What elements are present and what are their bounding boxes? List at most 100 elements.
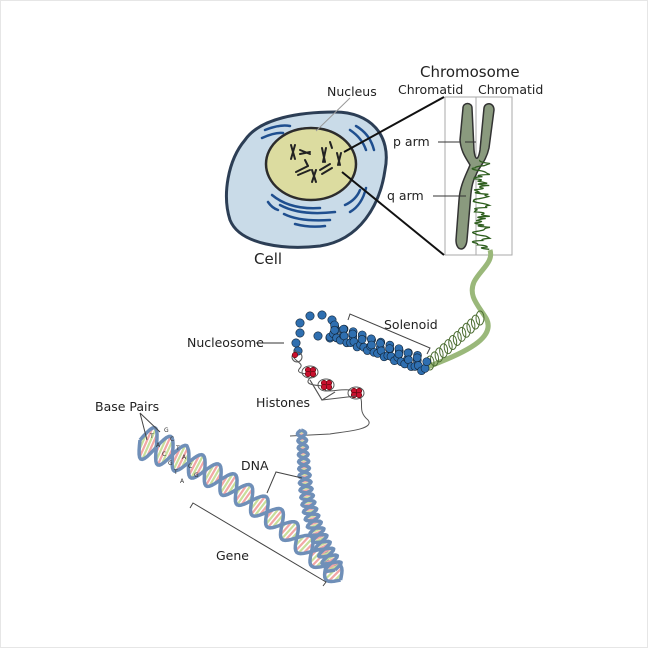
fiber-coil-loop	[439, 343, 449, 359]
solenoid-bead	[357, 335, 367, 344]
base-letter: A	[180, 478, 185, 485]
chromosome-box	[444, 96, 513, 256]
nucleosome-bead	[295, 318, 305, 328]
cell-label: Cell	[254, 250, 282, 268]
base-pair-rung	[327, 567, 343, 583]
histone-protein	[291, 351, 299, 359]
base-letter: G	[194, 472, 199, 479]
chromosome	[455, 102, 495, 250]
p-arm-label: p arm	[393, 134, 430, 149]
base-pair-rung	[175, 447, 189, 471]
fiber-coil-loop	[430, 351, 440, 367]
solenoid-bead	[330, 325, 339, 335]
solenoid-bead	[412, 353, 422, 363]
solenoid	[291, 310, 432, 376]
base-pair-rung	[294, 534, 311, 552]
histone-dna-wrap	[317, 378, 335, 392]
cell	[225, 97, 388, 249]
solenoid-bead	[385, 344, 394, 353]
histone-protein	[309, 370, 317, 378]
base-pair-rung	[280, 521, 298, 540]
base-pair-rung	[267, 509, 284, 529]
base-letter: A	[156, 442, 161, 449]
solenoid-bracket	[347, 313, 431, 355]
dna-label: DNA	[241, 458, 269, 473]
base-pair-rung	[297, 537, 314, 555]
base-letter: C	[162, 451, 166, 458]
base-pair-rung	[156, 435, 172, 466]
zoom-line-top	[343, 96, 445, 153]
base-letter: T	[173, 469, 178, 476]
solenoid-bead	[376, 339, 385, 348]
base-pair-rung	[204, 463, 220, 487]
nucleus-leader-line	[315, 97, 351, 132]
solenoid-bead	[348, 329, 358, 339]
base-pair-rung	[222, 474, 237, 497]
condensed-chromosomes	[290, 141, 342, 183]
histone-protein	[325, 383, 333, 391]
fiber-coil-loop	[466, 318, 476, 334]
base-pair-rung	[208, 466, 222, 487]
base-pair-rung	[188, 454, 201, 476]
fiber-coil-loop	[461, 322, 471, 338]
nucleosome-bead	[305, 311, 315, 321]
nucleus-label: Nucleus	[327, 84, 377, 99]
chromatin-loop	[471, 159, 492, 250]
nucleus	[264, 126, 358, 202]
histone-dna-wrap	[291, 351, 303, 363]
fiber-coil-loop	[443, 339, 453, 355]
dna-main-strand	[137, 434, 341, 584]
endoplasmic-reticulum	[260, 124, 376, 228]
fiber-coil-loop	[452, 330, 462, 346]
nucleosome-label: Nucleosome	[187, 335, 264, 350]
base-pair-rung	[141, 428, 157, 460]
base-pair-rung	[154, 437, 168, 462]
chromatid-right-label: Chromatid	[478, 82, 543, 97]
base-pair-rung	[250, 495, 267, 516]
base-pairs-label: Base Pairs	[95, 399, 159, 414]
fiber-coil-loop	[470, 314, 480, 330]
base-pairs-pointer	[139, 412, 161, 441]
base-pair-rung	[160, 439, 174, 465]
zoom-line-bottom	[341, 171, 445, 256]
chromatin-fiber	[424, 249, 494, 371]
gene-label: Gene	[216, 548, 249, 563]
chromosome-label: Chromosome	[420, 63, 520, 81]
nucleosome-bead	[313, 331, 323, 341]
base-pair-rung	[219, 473, 234, 494]
base-pair-rung	[234, 484, 248, 502]
histone-dna-wrap	[301, 365, 319, 379]
nucleosome-bead	[317, 310, 327, 320]
fiber-coil-loop	[434, 347, 444, 363]
fiber-coil-loop	[457, 326, 467, 342]
solenoid-bead	[367, 340, 376, 350]
dna-pointer	[266, 471, 303, 494]
base-pair-rung	[236, 484, 252, 506]
fiber-coil-loop	[448, 335, 458, 351]
base-letter: C	[170, 436, 174, 443]
base-letter: G	[168, 460, 173, 467]
histones-label: Histones	[256, 395, 310, 410]
histones-pointer	[309, 379, 357, 401]
base-pair-rung	[253, 498, 269, 517]
base-pair-rung	[279, 520, 293, 536]
solenoid-bead	[394, 349, 404, 359]
base-pair-rung	[172, 444, 187, 471]
chromatid-left-label: Chromatid	[398, 82, 463, 97]
dna-return-strand	[296, 428, 340, 573]
base-pair-rung	[138, 427, 154, 458]
chromatin-coil	[471, 159, 492, 250]
dna-double-helix	[137, 425, 344, 584]
base-pair-rung	[264, 507, 280, 526]
base-pair-rung	[190, 454, 205, 479]
base-letter: T	[149, 433, 154, 440]
nucleosome-bead	[291, 338, 301, 348]
base-letter: C	[188, 463, 192, 470]
fiber-coil-loop	[475, 310, 485, 326]
q-arm-label: q arm	[387, 188, 424, 203]
histones	[291, 351, 365, 400]
solenoid-bead	[422, 357, 432, 366]
base-letter: A	[182, 454, 187, 461]
